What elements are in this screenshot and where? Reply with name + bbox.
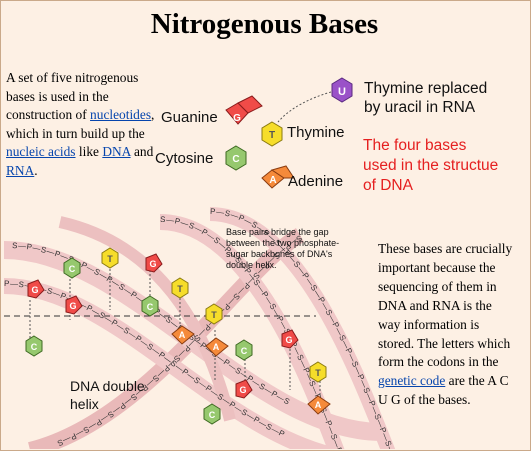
thymine-letter: T [269,130,275,141]
thymine-base [171,277,189,299]
nucleic-acids-link[interactable]: nucleic acids [6,144,76,160]
rna-link[interactable]: RNA [6,162,35,178]
cytosine-base [235,339,253,361]
cytosine-label: Cytosine [155,150,213,167]
guanine-letter: G [31,285,38,295]
description-text: are the A C U G of the bases. [378,373,509,408]
backbone-strand [58,216,236,422]
adenine-letter: A [213,342,220,352]
thymine-base [309,361,327,383]
guanine-label: Guanine [161,109,218,126]
helix-label-line2: helix [70,396,99,412]
guanine-base [145,253,163,273]
thymine-letter: T [177,284,183,294]
guanine-base [65,295,83,315]
page-title: Nitrogenous Bases [150,8,379,40]
cytosine-base [25,335,43,357]
cytosine-letter: C [147,302,154,312]
intro-text: A set of five nitrogenous bases is used … [6,70,139,123]
cytosine-base [203,403,221,425]
cytosine-letter: C [241,346,248,356]
adenine-base [205,337,229,357]
dna-helix: S—P—S—P—S—P—S—P—S—P—S—P—S—P—S—P—S—P—S—P—… [0,0,398,449]
pair-note-line1: Base pairs bridge the gap [226,227,329,237]
cytosine-letter: C [232,154,239,165]
uracil-dotted-link [277,91,332,123]
cytosine-letter: C [209,410,216,420]
pair-note-line3: sugar backbones of DNA's [226,249,333,259]
intro-text: , which in turn build up the [6,107,155,141]
guanine-molecule: G [225,95,263,125]
cytosine-hexagon [225,145,247,171]
adenine-label: Adenine [288,173,343,190]
helix-label-line1: DNA double [70,378,145,394]
cytosine-base [141,295,159,317]
pair-note-line2: between the two phosphate- [226,238,339,248]
thymine-base [101,247,119,269]
intro-text: and [130,144,154,160]
description-paragraph: These bases are crucially important beca… [378,240,514,410]
adenine-base [307,395,331,415]
genetic-code-link[interactable]: genetic code [378,373,446,389]
red-caption-line2: used in the structue [363,157,498,174]
guanine-base [235,379,253,399]
legend: U Thymine replaced by uracil in RNA The … [155,77,498,194]
guanine-letter: G [239,385,246,395]
guanine-base [281,329,299,349]
guanine-base [27,279,45,299]
cytosine-letter: C [69,264,76,274]
cytosine-letter: C [31,342,38,352]
dna-link[interactable]: DNA [102,144,131,160]
uracil-caption-line2: by uracil in RNA [364,99,476,116]
svg-text:S—P—S—P—S—P—S—P—S—P—S—P—S—P—S—: S—P—S—P—S—P—S—P—S—P—S—P—S—P—S—P—S—P—S—P—… [0,0,347,449]
adenine-letter: A [179,330,186,340]
backbone-strand [3,278,342,449]
thymine-base [205,303,223,325]
adenine-letter: A [315,400,322,410]
uracil-caption-line1: Thymine replaced [364,80,487,97]
guanine-letter: G [285,335,292,345]
intro-text: like [75,144,103,160]
intro-paragraph: A set of five nitrogenous bases is used … [6,69,156,181]
guanine-letter: G [233,113,241,124]
guanine-letter: G [69,301,76,311]
pair-note-line4: double helix. [226,260,277,270]
backbone-strand [209,207,396,449]
adenine-base [171,325,195,345]
thymine-letter: T [211,310,217,320]
cytosine-base [63,257,81,279]
backbone-label: S—P—S—P—S—P—S—P—S—P—S—P—S—P—S—P—S—P—S—P—… [0,0,347,449]
thymine-label: Thymine [287,124,345,141]
guanine-letter: G [149,259,156,269]
thymine-letter: T [315,368,321,378]
intro-text: . [34,162,38,178]
description-text: These bases are crucially important beca… [378,241,513,370]
nucleotides-link[interactable]: nucleotides [90,107,152,123]
backbone-strand [159,214,345,449]
red-caption-line1: The four bases [363,137,467,154]
adenine-molecule: A [261,165,295,189]
thymine-hexagon [261,121,283,147]
thymine-letter: T [107,254,113,264]
red-caption-line3: of DNA [363,177,414,194]
adenine-letter: A [269,175,276,186]
uracil-hexagon [331,77,353,103]
uracil-letter: U [338,86,346,98]
